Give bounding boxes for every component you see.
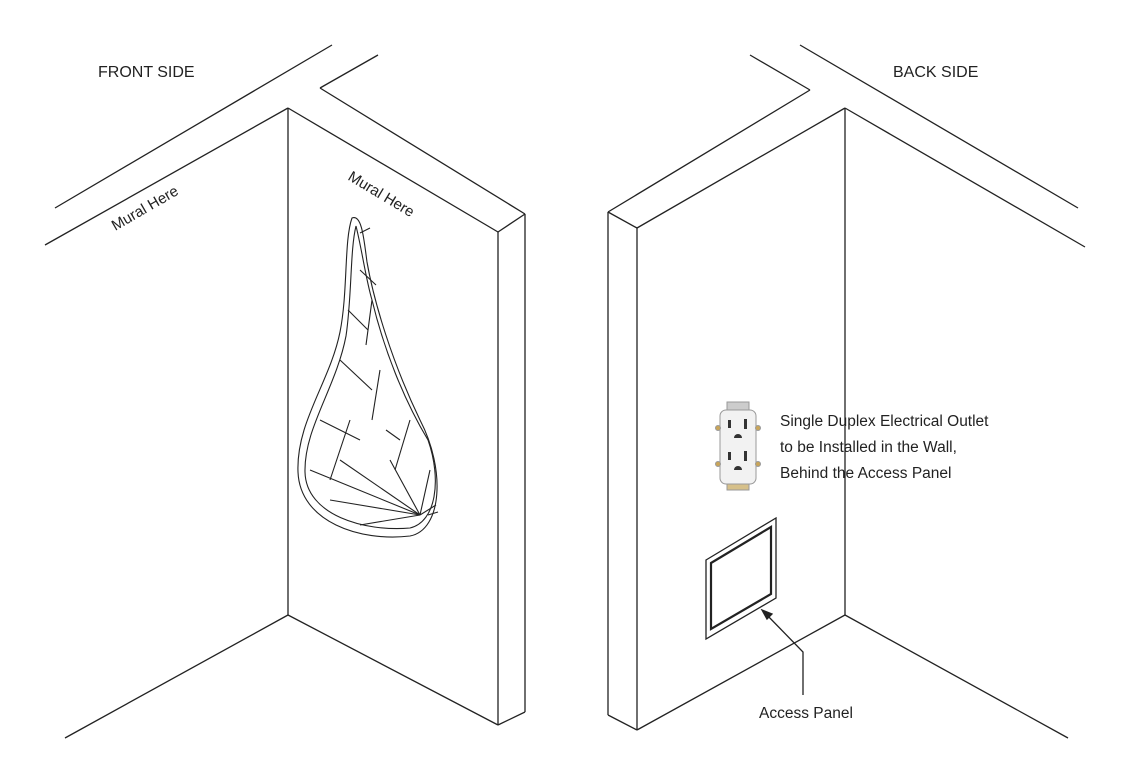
duplex-outlet-icon (715, 401, 761, 491)
back-side-walls (607, 44, 1086, 739)
outlet-note: Single Duplex Electrical Outlet to be In… (780, 409, 989, 487)
front-side-walls (44, 44, 526, 739)
outlet-note-line: Behind the Access Panel (780, 465, 952, 482)
access-panel-label: Access Panel (759, 705, 853, 722)
outlet-note-line: to be Installed in the Wall, (780, 439, 957, 456)
front-side-title: FRONT SIDE (98, 64, 195, 81)
access-panel-arrow (760, 608, 804, 695)
back-side-title: BACK SIDE (893, 64, 979, 81)
access-panel-shape (705, 516, 777, 641)
outlet-note-line: Single Duplex Electrical Outlet (780, 413, 989, 430)
teardrop-mural-sculpture (297, 217, 439, 538)
